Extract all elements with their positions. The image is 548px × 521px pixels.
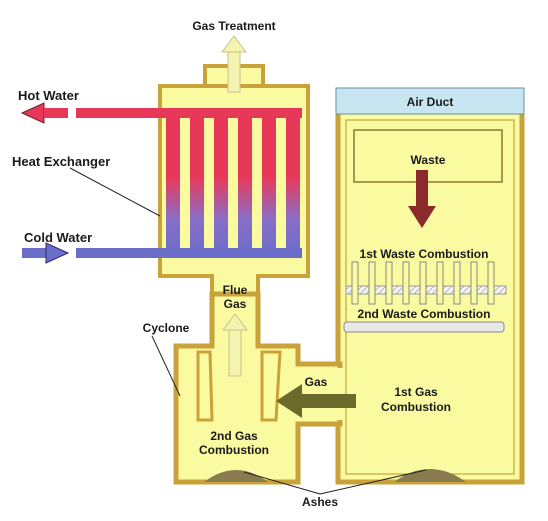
waste-label: Waste (411, 153, 446, 167)
first-waste-grate (345, 261, 507, 305)
hot-water-label: Hot Water (18, 88, 79, 103)
flue-gas-label: Gas (224, 297, 247, 311)
cold-water-label: Cold Water (24, 230, 92, 245)
flue-gas-arrow (222, 313, 248, 377)
cold-water-pipe (22, 242, 160, 264)
gas-treatment-label: Gas Treatment (192, 19, 275, 33)
first-waste-combustion-label: 1st Waste Combustion (360, 247, 489, 261)
second-gas-combustion-label-line2: Combustion (199, 443, 269, 457)
hot-water-pipe (20, 102, 160, 124)
flue-label: Flue (223, 283, 248, 297)
cyclone-label: Cyclone (143, 321, 190, 335)
second-waste-grate (343, 321, 505, 333)
gas-treatment-arrow (221, 35, 247, 93)
first-gas-combustion-label: 1st Gas (394, 385, 438, 399)
ashes-piles (204, 469, 466, 482)
gas-label: Gas (305, 375, 328, 389)
second-waste-combustion-label: 2nd Waste Combustion (358, 307, 491, 321)
second-gas-combustion-label: 2nd Gas (210, 429, 258, 443)
heat-exchanger-tubes (150, 108, 302, 258)
waste-arrow (408, 170, 436, 228)
first-gas-combustion-label-line2: Combustion (381, 400, 451, 414)
air-duct (335, 87, 525, 115)
ashes-label: Ashes (302, 495, 338, 509)
leader-lines (69, 167, 427, 495)
gas-arrow (276, 384, 356, 418)
air-duct-label: Air Duct (407, 95, 454, 109)
heat-exchanger-label: Heat Exchanger (12, 154, 110, 169)
